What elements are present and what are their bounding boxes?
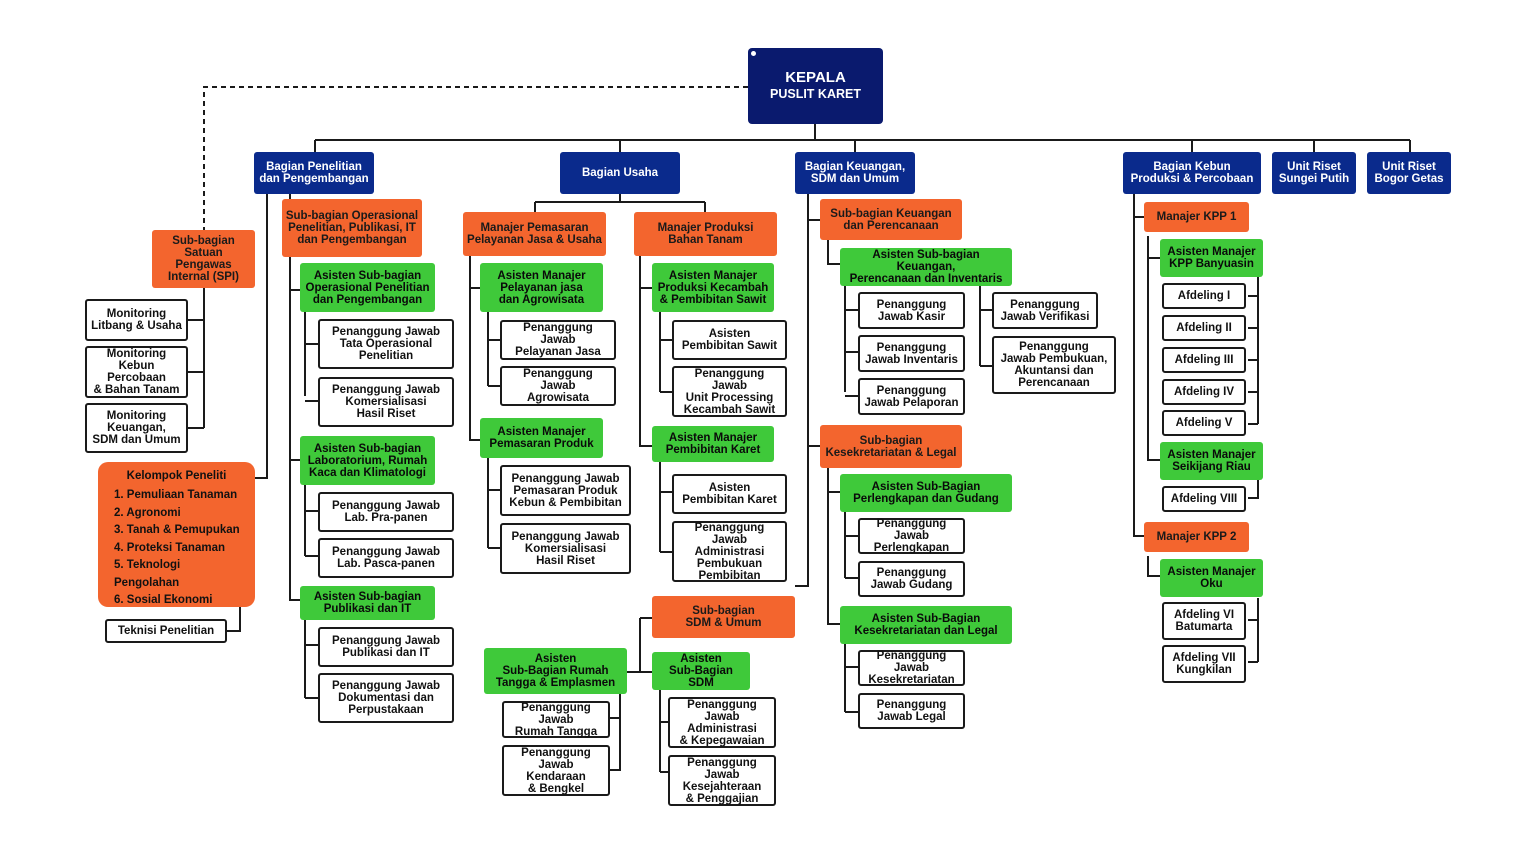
asst-pembibitan-karet: Asisten Manajer Pembibitan Karet — [652, 426, 774, 462]
monitor-kebun: Monitoring Kebun Percobaan & Bahan Tanam — [85, 346, 188, 398]
kelompok-item: 2. Agronomi — [114, 506, 181, 519]
asst-laboratorium: Asisten Sub-bagian Laboratorium, Rumah K… — [300, 436, 435, 485]
afdeling-iv: Afdeling IV — [1162, 379, 1246, 405]
teknisi-penelitian: Teknisi Penelitian — [105, 619, 227, 643]
asst-sdm: Asisten Sub-Bagian SDM — [652, 652, 750, 690]
afdeling-viii: Afdeling VIII — [1162, 486, 1246, 512]
kelompok-title: Kelompok Peneliti — [126, 470, 227, 482]
pj-komersialisasi-usaha: Penanggung Jawab Komersialisasi Hasil Ri… — [500, 523, 631, 574]
afdeling-vi: Afdeling VI Batumarta — [1162, 602, 1246, 640]
pj-lab-pasca-panen: Penanggung Jawab Lab. Pasca-panen — [318, 538, 454, 578]
monitor-keuangan: Monitoring Keuangan, SDM dan Umum — [85, 403, 188, 453]
sub-keuangan: Sub-bagian Keuangan dan Perencanaan — [820, 199, 962, 240]
pj-kesejahteraan: Penanggung Jawab Kesejahteraan & Penggaj… — [668, 755, 776, 806]
pj-tata-operasional: Penanggung Jawab Tata Operasional Peneli… — [318, 319, 454, 369]
corner-dot-icon — [751, 51, 756, 56]
afdeling-ii: Afdeling II — [1162, 315, 1246, 341]
manajer-kpp-2: Manajer KPP 2 — [1144, 522, 1249, 552]
pj-agrowisata: Penanggung Jawab Agrowisata — [500, 366, 616, 406]
mgr-pemasaran: Manajer Pemasaran Pelayanan Jasa & Usaha — [463, 212, 606, 256]
spi-box: Sub-bagian Satuan Pengawas Internal (SPI… — [152, 230, 255, 288]
asisten-pembibitan-karet: Asisten Pembibitan Karet — [672, 474, 787, 514]
division-kebun: Bagian Kebun Produksi & Percobaan — [1123, 152, 1261, 194]
head-subtitle: PUSLIT KARET — [770, 87, 861, 101]
asst-keuangan: Asisten Sub-bagian Keuangan, Perencanaan… — [840, 248, 1012, 286]
asst-rumah-tangga: Asisten Sub-Bagian Rumah Tangga & Emplas… — [484, 648, 627, 694]
afdeling-i: Afdeling I — [1162, 283, 1246, 309]
division-keuangan: Bagian Keuangan, SDM dan Umum — [795, 152, 915, 194]
asisten-pembibitan-sawit: Asisten Pembibitan Sawit — [672, 320, 787, 360]
head-box: KEPALA PUSLIT KARET — [748, 48, 883, 124]
pj-komersialisasi: Penanggung Jawab Komersialisasi Hasil Ri… — [318, 377, 454, 427]
sub-operasional: Sub-bagian Operasional Penelitian, Publi… — [282, 199, 422, 257]
pj-unit-processing: Penanggung Jawab Unit Processing Kecamba… — [672, 366, 787, 417]
pj-lab-pra-panen: Penanggung Jawab Lab. Pra-panen — [318, 492, 454, 532]
afdeling-iii: Afdeling III — [1162, 347, 1246, 373]
pj-dokumentasi: Penanggung Jawab Dokumentasi dan Perpust… — [318, 673, 454, 723]
asst-publikasi: Asisten Sub-bagian Publikasi dan IT — [300, 586, 435, 620]
afdeling-vii: Afdeling VII Kungkilan — [1162, 645, 1246, 683]
kelompok-item: 1. Pemuliaan Tanaman — [114, 489, 238, 501]
head-title: KEPALA — [785, 69, 846, 86]
asst-perlengkapan: Asisten Sub-Bagian Perlengkapan dan Guda… — [840, 474, 1012, 512]
pj-legal: Penanggung Jawab Legal — [858, 693, 965, 729]
pj-kesekretariatan: Penanggung Jawab Kesekretariatan — [858, 650, 965, 686]
asst-operasional: Asisten Sub-bagian Operasional Penelitia… — [300, 263, 435, 312]
division-litbang: Bagian Penelitian dan Pengembangan — [254, 152, 374, 194]
manajer-kpp-1: Manajer KPP 1 — [1144, 202, 1249, 232]
pj-kendaraan: Penanggung Jawab Kendaraan & Bengkel — [502, 745, 610, 796]
pj-kasir: Penanggung Jawab Kasir — [858, 292, 965, 329]
monitor-litbang: Monitoring Litbang & Usaha — [85, 299, 188, 341]
sub-sdm-umum: Sub-bagian SDM & Umum — [652, 596, 795, 638]
kelompok-item: 4. Proteksi Tanaman — [114, 541, 225, 554]
pj-inventaris: Penanggung Jawab Inventaris — [858, 335, 965, 372]
kelompok-item: 5. Teknologi Pengolahan — [114, 559, 181, 589]
mgr-produksi: Manajer Produksi Bahan Tanam — [634, 212, 777, 256]
pj-pembukuan: Penanggung Jawab Pembukuan, Akuntansi da… — [992, 336, 1116, 394]
pj-pelaporan: Penanggung Jawab Pelaporan — [858, 378, 965, 415]
kelompok-item: 3. Tanah & Pemupukan — [114, 524, 240, 536]
afdeling-v: Afdeling V — [1162, 410, 1246, 436]
pj-pemasaran-produk: Penanggung Jawab Pemasaran Produk Kebun … — [500, 465, 631, 516]
pj-administrasi-kepegawaian: Penanggung Jawab Administrasi & Kepegawa… — [668, 697, 776, 748]
asst-oku: Asisten Manajer Oku — [1160, 559, 1263, 597]
pj-rumah-tangga: Penanggung Jawab Rumah Tangga — [502, 701, 610, 738]
asst-pemasaran-produk: Asisten Manajer Pemasaran Produk — [480, 418, 603, 458]
sub-kesekretariatan: Sub-bagian Kesekretariatan & Legal — [820, 425, 962, 468]
asst-kecambah-sawit: Asisten Manajer Produksi Kecambah & Pemb… — [652, 263, 774, 312]
asst-seikijang: Asisten Manajer Seikijang Riau — [1160, 442, 1263, 480]
asst-pelayanan: Asisten Manajer Pelayanan jasa dan Agrow… — [480, 263, 603, 312]
division-bogor-getas: Unit Riset Bogor Getas — [1367, 152, 1451, 194]
kelompok-peneliti: Kelompok Peneliti 1. Pemuliaan Tanaman 2… — [98, 462, 255, 607]
division-usaha: Bagian Usaha — [560, 152, 680, 194]
kelompok-item: 6. Sosial Ekonomi — [114, 594, 213, 606]
asst-kpp-banyuasin: Asisten Manajer KPP Banyuasin — [1160, 239, 1263, 277]
division-sungai-putih: Unit Riset Sungei Putih — [1272, 152, 1356, 194]
pj-administrasi-pembibitan: Penanggung Jawab Administrasi Pembukuan … — [672, 521, 787, 582]
pj-publikasi: Penanggung Jawab Publikasi dan IT — [318, 627, 454, 667]
pj-perlengkapan: Penanggung Jawab Perlengkapan — [858, 518, 965, 554]
pj-pelayanan: Penanggung Jawab Pelayanan Jasa — [500, 320, 616, 360]
pj-verifikasi: Penanggung Jawab Verifikasi — [992, 292, 1098, 329]
pj-gudang: Penanggung Jawab Gudang — [858, 561, 965, 597]
asst-kesekretariatan: Asisten Sub-Bagian Kesekretariatan dan L… — [840, 606, 1012, 644]
